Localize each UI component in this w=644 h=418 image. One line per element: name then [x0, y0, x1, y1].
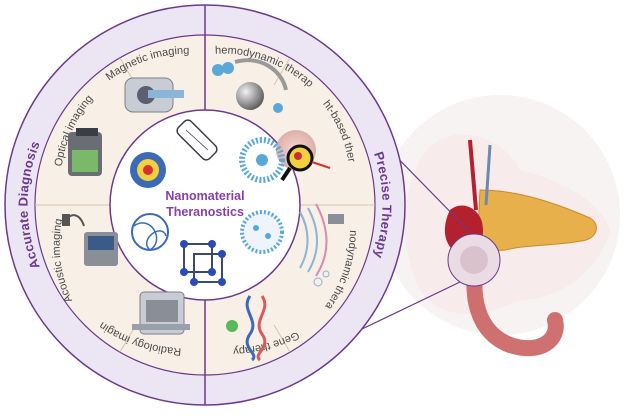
- sound-wave-icon: [299, 203, 344, 287]
- center-title-line2: Theranostics: [166, 205, 244, 219]
- liposome-icon: [240, 210, 284, 254]
- nanowire-ball-icon: [131, 213, 169, 251]
- nanotube-icon: [176, 119, 218, 161]
- micelle-icon: [239, 137, 285, 183]
- center-title-line1: Nanomaterial: [165, 189, 244, 203]
- ct-scanner-icon: [132, 291, 190, 335]
- mri-scanner-icon: [124, 77, 184, 113]
- connector-line-bottom: [359, 281, 461, 331]
- ultrasound-device-icon: [62, 214, 118, 266]
- gear-nanoparticle-icon: [130, 152, 166, 188]
- dna-helix-icon: [226, 295, 267, 362]
- crystal-lattice-icon: [180, 240, 226, 286]
- magnifier-tumor-icon: [276, 130, 331, 182]
- molecule-reaction-icon: [212, 58, 288, 113]
- optical-device-icon: [68, 128, 102, 176]
- pancreas-illustration: [380, 95, 620, 357]
